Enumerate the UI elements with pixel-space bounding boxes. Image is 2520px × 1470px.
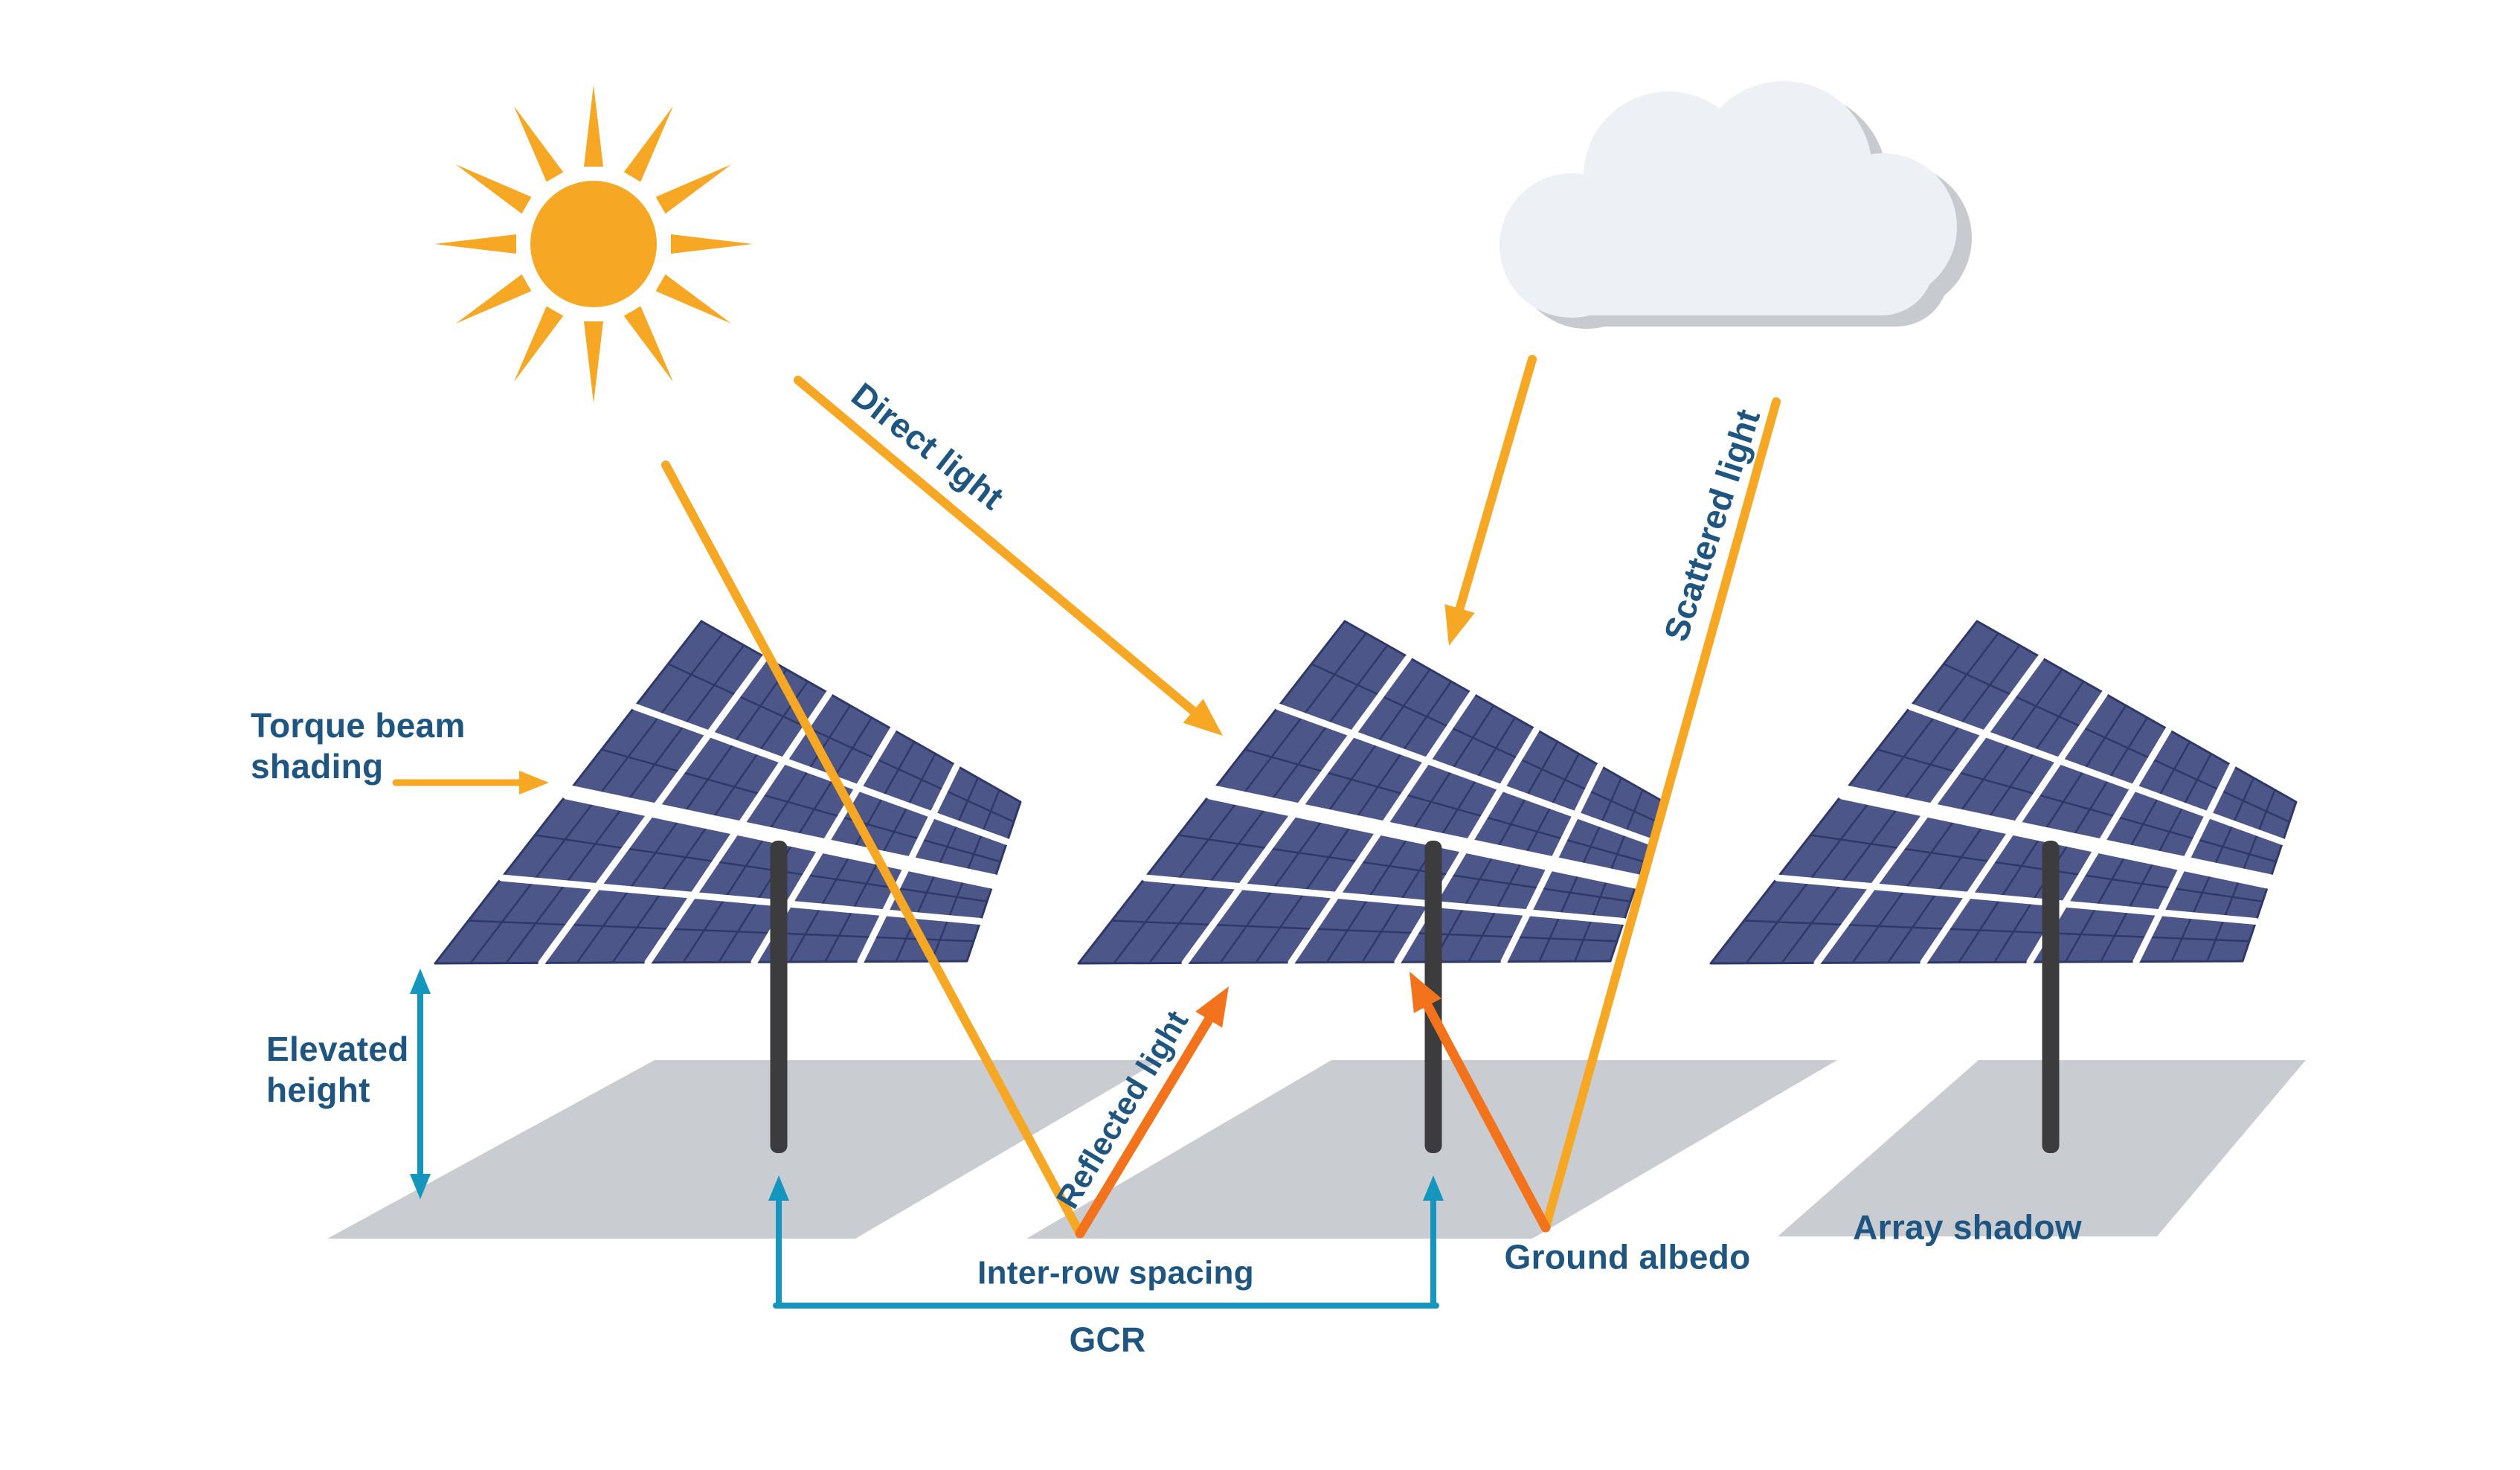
cloud-icon xyxy=(1500,81,1972,329)
cloud-scatter-arrow xyxy=(1444,355,1537,646)
row-spacing-right-arrow xyxy=(1423,1175,1444,1309)
panel-cell-line xyxy=(631,703,1011,845)
ground-albedo-arrow-line xyxy=(1420,995,1551,1233)
reflected-light-arrow-line xyxy=(1075,1010,1217,1239)
reflected-light-arrow xyxy=(1075,986,1229,1239)
sun-ray-spike xyxy=(623,306,673,382)
row-spacing-right-arrow-head xyxy=(1423,1175,1444,1201)
reflected-light-arrow-head xyxy=(1195,986,1229,1028)
panel-cell-line xyxy=(667,663,1015,823)
sun-ray-spike xyxy=(514,306,564,382)
panel-surface xyxy=(1077,620,1665,965)
panel-cell-line xyxy=(1774,874,2260,925)
torque-beam-shading-label: Torque beam shading xyxy=(251,706,466,786)
sun-ray-spike xyxy=(623,106,673,182)
row-spacing-left-arrow-head xyxy=(768,1175,789,1201)
array-shadow-shape xyxy=(327,1060,1160,1239)
sun-ray-spike xyxy=(584,85,603,167)
measurement-annotations xyxy=(410,969,1444,1309)
panel-cell-line xyxy=(600,748,1002,863)
ground-albedo-arrow xyxy=(1410,972,1551,1233)
panel-cell-line xyxy=(1177,834,1632,902)
panel-cell-line xyxy=(1311,663,1659,823)
sun-ray-spike xyxy=(584,321,603,403)
ground-albedo-arrow-head xyxy=(1410,972,1441,1013)
sun-ray-spike xyxy=(671,234,753,254)
panel-pole xyxy=(770,841,788,1153)
cloud-scatter-arrow-line xyxy=(1453,355,1537,619)
sun-ray-spike xyxy=(655,164,732,214)
sun-ray-spike xyxy=(514,106,564,182)
panel-cell-line xyxy=(498,874,984,925)
torque-beam-arrow-head xyxy=(519,771,549,795)
elevated-height-label: Elevated height xyxy=(266,1030,409,1110)
panel-cell-line xyxy=(1810,834,2264,902)
panel-pole xyxy=(2042,841,2060,1153)
cloud-base xyxy=(1517,195,1934,315)
panel-cell-line xyxy=(561,785,1001,889)
sun-ray-spike xyxy=(655,274,732,324)
panel-cell-line xyxy=(1943,663,2291,823)
solar-panel xyxy=(434,620,1022,966)
panel-cell-line xyxy=(1876,748,2278,863)
sun-core xyxy=(530,181,657,307)
ground-albedo-label: Ground albedo xyxy=(1504,1237,1751,1277)
sun-ray-spike xyxy=(455,274,532,324)
inter-row-spacing-label: Inter-row spacing xyxy=(977,1254,1254,1291)
sun-ray-spike xyxy=(455,164,532,214)
cloud-scatter-arrow-head xyxy=(1444,604,1475,646)
direct-light-ground-ray xyxy=(661,460,1084,1238)
direct-light-arrow xyxy=(794,376,1223,736)
panel-surface xyxy=(1709,620,2298,965)
light-rays xyxy=(392,355,1781,1239)
elevated-height-arrow-head xyxy=(410,969,431,994)
array-shadow-shape xyxy=(1778,1060,2306,1236)
solar-panel xyxy=(1709,620,2298,966)
sun-icon xyxy=(434,85,753,403)
gcr-label: GCR xyxy=(1069,1320,1146,1359)
row-spacing-left-arrow xyxy=(768,1175,789,1309)
torque-beam-arrow xyxy=(392,771,549,795)
direct-light-arrow-head xyxy=(1183,699,1223,736)
panel-cell-line xyxy=(534,834,989,902)
sun-ray-spike xyxy=(434,234,516,254)
panel-cell-line xyxy=(1244,748,1645,863)
panel-cell-line xyxy=(1836,785,2277,889)
scattered-light-ray xyxy=(1541,397,1781,1232)
array-shadow-label: Array shadow xyxy=(1853,1207,2082,1247)
panel-cell-line xyxy=(1743,919,2251,943)
panel-cell-line xyxy=(467,919,975,943)
elevated-height-arrow-head xyxy=(410,1174,431,1199)
solar-panels xyxy=(434,620,2298,966)
panel-cell-line xyxy=(1275,703,1654,845)
panel-cell-line xyxy=(1110,919,1619,943)
direct-light-ground-ray-line xyxy=(661,460,1084,1238)
panel-cell-line xyxy=(1142,874,1627,925)
solar-panel xyxy=(1077,620,1665,966)
panel-cell-line xyxy=(1204,785,1645,889)
elevated-height-arrow xyxy=(410,969,431,1199)
direct-light-arrow-line xyxy=(794,376,1203,719)
cloud-body xyxy=(1500,81,1957,318)
scattered-light-ray-line xyxy=(1541,397,1781,1232)
panel-cell-line xyxy=(1907,703,2286,845)
